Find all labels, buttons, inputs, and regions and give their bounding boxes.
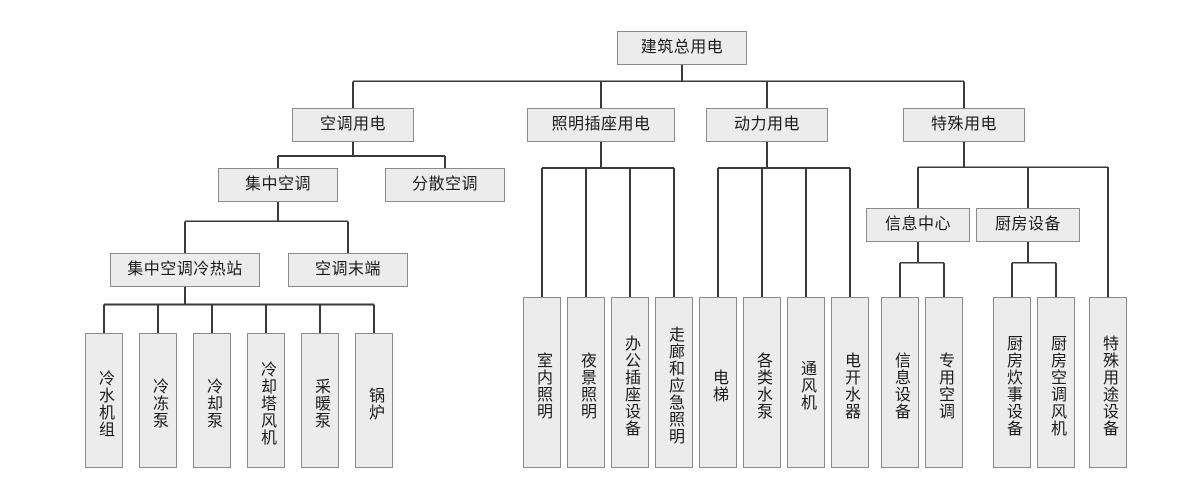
tree-node: 空调末端 (288, 253, 408, 287)
tree-node: 集中空调 (218, 168, 338, 202)
tree-node: 室内照明 (523, 297, 561, 468)
tree-node: 照明插座用电 (527, 108, 675, 142)
tree-node: 特殊用电 (903, 108, 1025, 142)
tree-node: 采暖泵 (301, 333, 339, 468)
tree-node: 通风机 (787, 297, 825, 468)
tree-node: 分散空调 (385, 168, 505, 202)
tree-node: 夜景照明 (567, 297, 605, 468)
tree-node: 建筑总用电 (617, 31, 747, 65)
tree-node: 电梯 (699, 297, 737, 468)
tree-node: 走廊和应急照明 (655, 297, 693, 468)
tree-node: 冷却塔风机 (247, 333, 285, 468)
tree-node: 专用空调 (925, 297, 963, 468)
tree-node: 厨房设备 (976, 208, 1080, 242)
tree-node: 信息中心 (866, 208, 970, 242)
tree-node: 办公插座设备 (611, 297, 649, 468)
tree-node: 信息设备 (881, 297, 919, 468)
tree-node: 锅炉 (355, 333, 393, 468)
tree-node: 动力用电 (706, 108, 828, 142)
tree-node: 电开水器 (831, 297, 869, 468)
tree-node: 冷却泵 (193, 333, 231, 468)
tree-node: 各类水泵 (743, 297, 781, 468)
tree-node: 冷水机组 (85, 333, 123, 468)
tree-node: 集中空调冷热站 (110, 253, 260, 287)
tree-node: 特殊用途设备 (1089, 297, 1127, 468)
tree-node: 空调用电 (292, 108, 414, 142)
tree-node: 冷冻泵 (139, 333, 177, 468)
tree-node: 厨房空调风机 (1037, 297, 1075, 468)
tree-node: 厨房炊事设备 (993, 297, 1031, 468)
